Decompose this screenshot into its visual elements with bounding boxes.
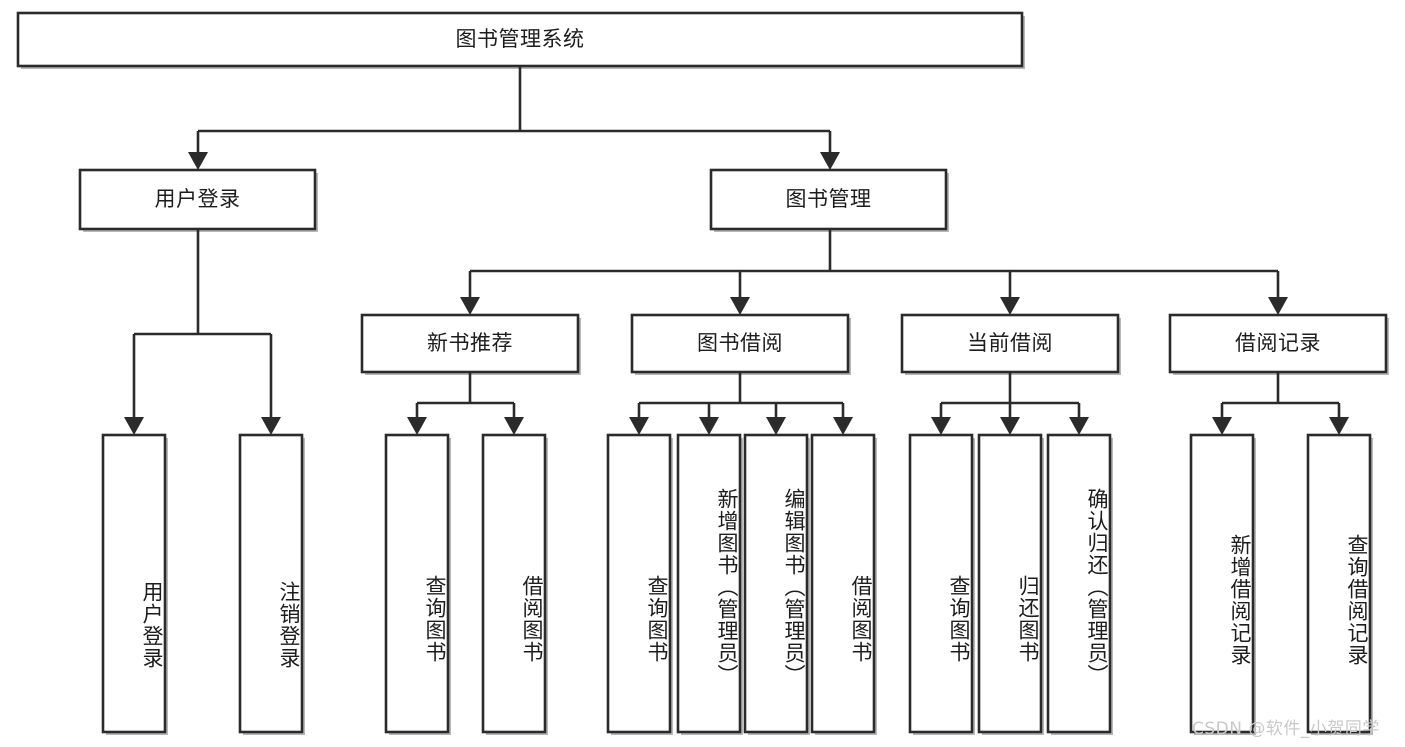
connector-book-borrow-to-leaves — [629, 372, 853, 435]
connector-book-management-to-level3 — [460, 229, 1288, 315]
connector-user-login-to-leaves — [124, 229, 281, 435]
leaf-node[interactable] — [1306, 433, 1373, 735]
leaf-node[interactable] — [810, 433, 877, 735]
connector-new-book-recommend-to-leaves — [407, 372, 524, 435]
node-borrow-records[interactable] — [1168, 313, 1389, 375]
watermark-text: CSDN @软件_小贺同学 — [1192, 719, 1380, 739]
node-user-login[interactable] — [78, 168, 318, 232]
leaf-node[interactable] — [238, 433, 305, 735]
node-new-book-recommend[interactable] — [360, 313, 581, 375]
leaf-node[interactable] — [1189, 433, 1256, 735]
leaf-node[interactable] — [384, 433, 451, 735]
node-current-borrow[interactable] — [900, 313, 1121, 375]
leaf-node[interactable] — [977, 433, 1044, 735]
node-root[interactable] — [16, 11, 1025, 69]
leaf-node[interactable] — [908, 433, 975, 735]
leaf-node[interactable] — [606, 433, 673, 735]
leaf-node[interactable] — [743, 433, 810, 735]
connector-borrow-records-to-leaves — [1212, 372, 1349, 435]
leaf-node[interactable] — [481, 433, 548, 735]
leaf-node[interactable] — [1046, 433, 1113, 735]
node-book-borrow[interactable] — [630, 313, 851, 375]
connector-current-borrow-to-leaves — [931, 372, 1089, 435]
leaf-node[interactable] — [676, 433, 743, 735]
leaf-node[interactable] — [101, 433, 168, 735]
node-book-management[interactable] — [709, 168, 949, 232]
connector-root-to-level2 — [188, 66, 840, 170]
